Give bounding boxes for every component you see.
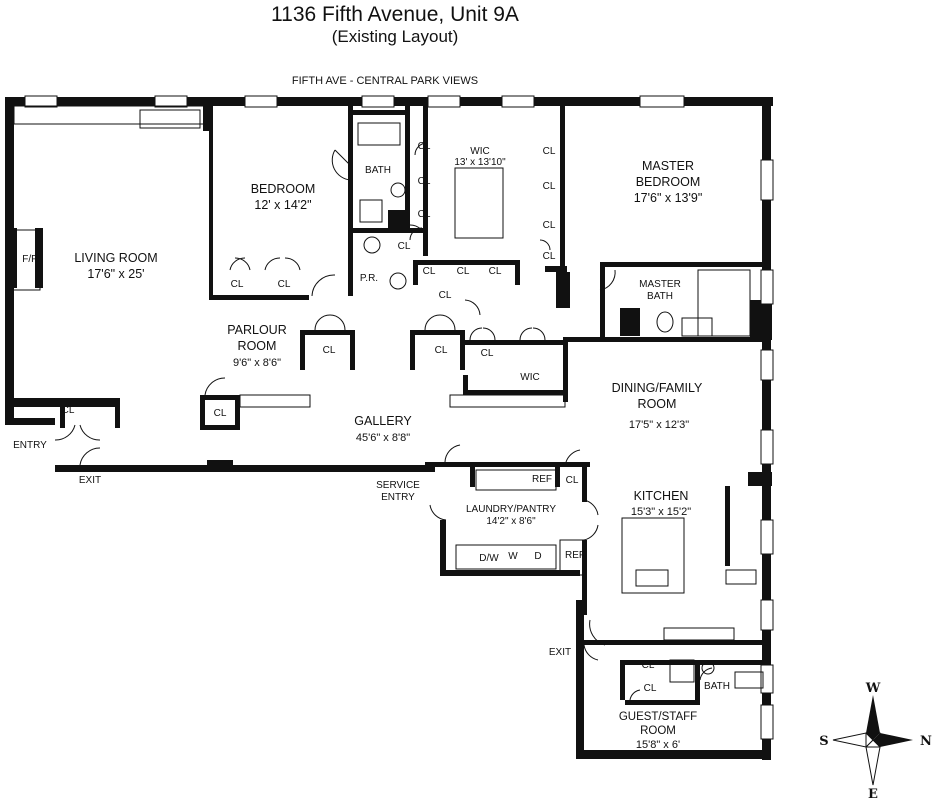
- closet-label: CL: [644, 683, 657, 694]
- entry-labels: ENTRY EXIT SERVICE ENTRY EXIT: [13, 440, 571, 658]
- closet-label: CL: [439, 290, 452, 301]
- closet-label: CL: [543, 181, 556, 192]
- kitchen-size: 15'3" x 15'2": [631, 506, 691, 518]
- plan-subtitle: (Existing Layout): [331, 27, 459, 46]
- dining-size: 17'5" x 12'3": [629, 419, 689, 431]
- closet-label: CL: [435, 345, 448, 356]
- kitchen-name: KITCHEN: [634, 489, 689, 503]
- parlour-name-1: PARLOUR: [227, 323, 287, 337]
- closet-label: CL: [398, 241, 411, 252]
- master-bath-name-1: MASTER: [639, 279, 681, 290]
- dining-name-1: DINING/FAMILY: [612, 381, 703, 395]
- appliance-labels: REF REF D/W W D: [479, 474, 585, 564]
- closet-label: CL: [418, 176, 431, 187]
- ref-label: REF: [565, 550, 585, 561]
- parlour-name-2: ROOM: [238, 339, 277, 353]
- exit-label: EXIT: [79, 475, 101, 486]
- laundry-size: 14'2" x 8'6": [486, 516, 536, 527]
- exit-label: EXIT: [549, 647, 571, 658]
- street-label: FIFTH AVE - CENTRAL PARK VIEWS: [292, 75, 478, 87]
- closet-label: CL: [457, 266, 470, 277]
- closet-label: CL: [543, 251, 556, 262]
- bedroom-size: 12' x 14'2": [254, 198, 311, 212]
- plan-title: 1136 Fifth Avenue, Unit 9A: [271, 3, 519, 26]
- wic-size: 13' x 13'10": [454, 157, 506, 168]
- master-bath-name-2: BATH: [647, 291, 673, 302]
- dishwasher-label: D/W: [479, 553, 499, 564]
- gallery-name: GALLERY: [354, 414, 412, 428]
- closet-label: CL: [418, 141, 431, 152]
- closet-label: CL: [543, 220, 556, 231]
- master-name-1: MASTER: [642, 159, 694, 173]
- guest-name-2: ROOM: [640, 725, 676, 737]
- gallery-size: 45'6" x 8'8": [356, 432, 410, 444]
- compass-west: W: [865, 681, 881, 696]
- dryer-label: D: [534, 551, 541, 562]
- room-labels: LIVING ROOM 17'6" x 25' F/P BEDROOM 12' …: [22, 146, 730, 751]
- closet-label: CL: [642, 660, 655, 671]
- closet-label: CL: [323, 345, 336, 356]
- guest-bath-label: BATH: [704, 681, 730, 692]
- washer-label: W: [508, 551, 518, 562]
- fireplace-label: F/P: [22, 254, 38, 265]
- ref-label: REF: [532, 474, 552, 485]
- guest-size: 15'8" x 6': [636, 739, 680, 751]
- wic-name: WIC: [470, 146, 489, 157]
- guest-name-1: GUEST/STAFF: [619, 711, 697, 723]
- entry-label: ENTRY: [13, 440, 47, 451]
- closet-label: CL: [489, 266, 502, 277]
- door-swings: [54, 142, 713, 701]
- compass-east: E: [868, 787, 878, 800]
- closet-label: CL: [423, 266, 436, 277]
- bath-label: BATH: [365, 165, 391, 176]
- closet-label: CL: [481, 348, 494, 359]
- windows: [24, 95, 774, 740]
- bedroom-name: BEDROOM: [251, 182, 316, 196]
- closet-label: CL: [543, 146, 556, 157]
- laundry-name: LAUNDRY/PANTRY: [466, 504, 556, 515]
- closet-label: CL: [214, 408, 227, 419]
- living-room-name: LIVING ROOM: [74, 251, 157, 265]
- dining-name-2: ROOM: [638, 397, 677, 411]
- compass-north: N: [920, 734, 932, 749]
- service-entry-label-1: SERVICE: [376, 480, 420, 491]
- closet-labels: CL CL CL CL CL CL CL CL CL CL CL CL CL C…: [62, 141, 657, 694]
- closet-label: CL: [566, 475, 579, 486]
- living-room-size: 17'6" x 25': [87, 267, 144, 281]
- parlour-size: 9'6" x 8'6": [233, 357, 281, 369]
- compass-south: S: [819, 734, 828, 749]
- master-name-2: BEDROOM: [636, 175, 701, 189]
- closet-label: CL: [62, 405, 75, 416]
- service-entry-label-2: ENTRY: [381, 492, 415, 503]
- master-size: 17'6" x 13'9": [634, 191, 703, 205]
- compass-rose: W S N E: [819, 681, 932, 800]
- interior-walls: [5, 106, 768, 705]
- closet-label: CL: [231, 279, 244, 290]
- closet-label: CL: [418, 209, 431, 220]
- fixtures: [11, 105, 764, 689]
- wic-small-label: WIC: [520, 372, 539, 383]
- powder-room-label: P.R.: [360, 273, 378, 284]
- closet-label: CL: [278, 279, 291, 290]
